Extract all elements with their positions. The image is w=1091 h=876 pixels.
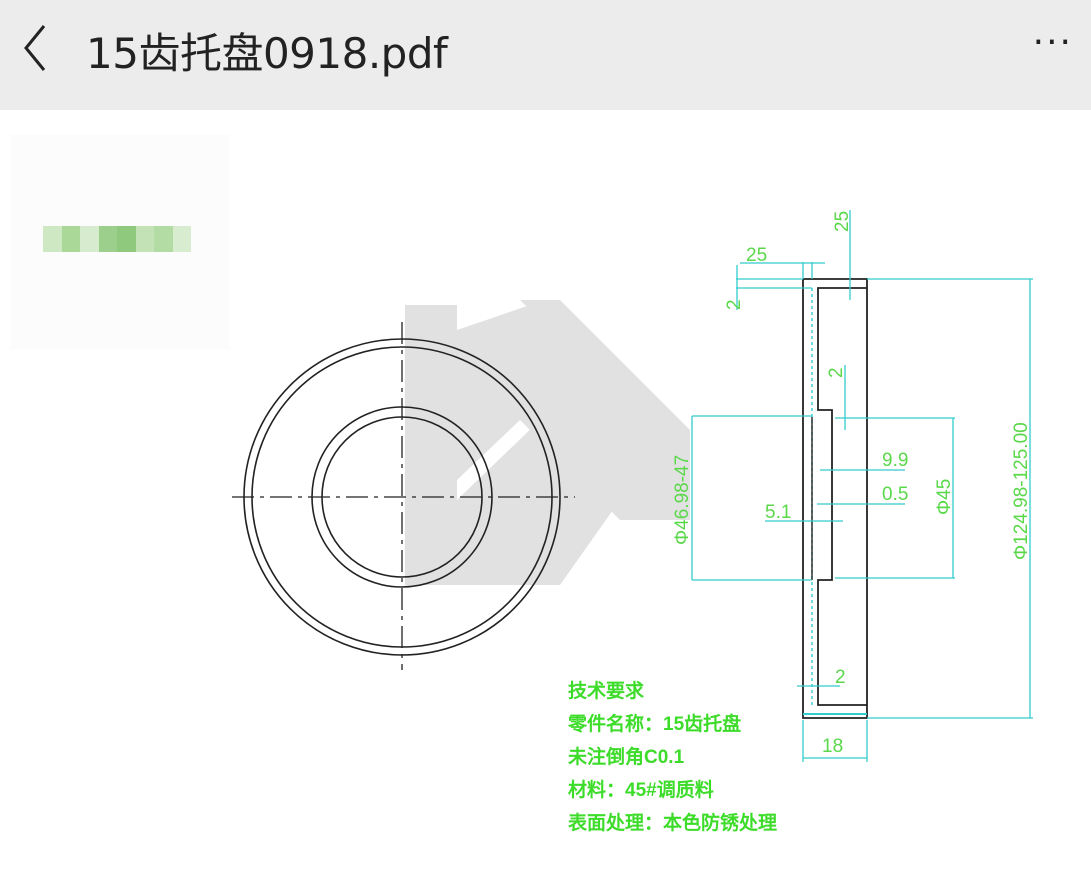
dim-18: 18 xyxy=(822,736,843,757)
chevron-left-icon xyxy=(24,25,46,71)
more-options-button[interactable]: ··· xyxy=(1032,22,1073,63)
front-view xyxy=(232,322,575,670)
note-line: 技术要求 xyxy=(568,679,645,702)
back-button[interactable] xyxy=(14,18,54,74)
note-line: 表面处理：本色防锈处理 xyxy=(568,811,777,834)
dim-phi-125: Φ124.98-125.00 xyxy=(1011,422,1032,560)
dimension-lines xyxy=(691,210,1033,762)
dim-2-middle: 2 xyxy=(826,367,847,378)
note-line: 零件名称：15齿托盘 xyxy=(567,712,741,735)
dim-top-25-vertical: 25 xyxy=(832,211,853,232)
dim-2-bottom: 2 xyxy=(835,667,846,688)
dim-phi-47: Φ46.98-47 xyxy=(672,455,693,545)
dim-9-9: 9.9 xyxy=(882,450,908,471)
note-line: 材料：45#调质料 xyxy=(568,778,714,801)
top-bar: 15齿托盘0918.pdf ··· xyxy=(0,0,1091,110)
dim-top-25-horizontal: 25 xyxy=(746,245,767,266)
dim-phi-45: Φ45 xyxy=(934,479,955,515)
watermark xyxy=(405,300,690,585)
technical-notes: 技术要求 零件名称：15齿托盘 未注倒角C0.1 材料：45#调质料 表面处理：… xyxy=(567,679,777,834)
dim-0-5: 0.5 xyxy=(882,484,908,505)
dim-5-1: 5.1 xyxy=(765,502,791,523)
side-section-view xyxy=(802,278,868,719)
document-title: 15齿托盘0918.pdf xyxy=(86,29,448,78)
note-line: 未注倒角C0.1 xyxy=(567,745,685,768)
dim-2-top: 2 xyxy=(724,299,745,310)
blurred-label xyxy=(43,226,191,252)
